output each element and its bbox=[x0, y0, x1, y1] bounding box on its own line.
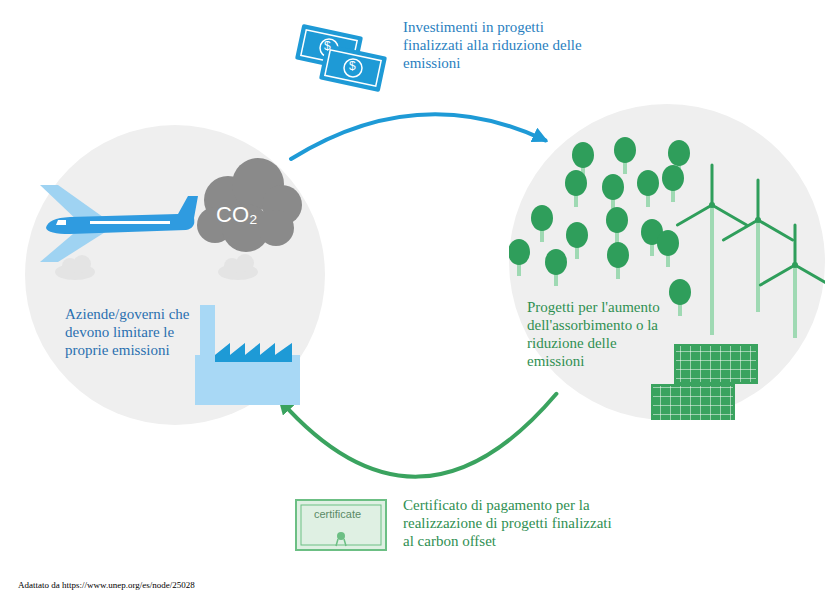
cloud-small bbox=[55, 254, 258, 280]
factory-figure bbox=[195, 305, 300, 405]
certificate-icon bbox=[296, 500, 386, 550]
source-note: Adattato da https://www.unep.org/es/node… bbox=[18, 580, 195, 591]
node-text: Progetti per l'aumento dell'assorbimento… bbox=[527, 298, 677, 370]
circle-node: Progetti per l'aumento dell'assorbimento… bbox=[509, 104, 825, 420]
solar-panels bbox=[630, 345, 757, 420]
dollar-sign: $ bbox=[324, 39, 331, 53]
flow-arrow bbox=[291, 114, 545, 159]
wind-turbines bbox=[677, 165, 825, 338]
edge-label: Certificato di pagamento per la realizza… bbox=[403, 496, 618, 550]
edge-label: Investimenti in progetti finalizzati all… bbox=[403, 18, 603, 72]
co2-label: CO₂ bbox=[216, 202, 258, 228]
circle-node: Aziende/governi che devono limitare le p… bbox=[25, 125, 325, 425]
node-text: Aziende/governi che devono limitare le p… bbox=[65, 305, 200, 359]
circle-outline bbox=[509, 104, 825, 420]
airplane-figure bbox=[40, 185, 198, 262]
certificate-label: certificate bbox=[314, 508, 361, 521]
banknotes-icon bbox=[295, 24, 387, 92]
circle-outline bbox=[25, 125, 325, 425]
tree-group bbox=[509, 137, 691, 316]
dollar-sign: $ bbox=[349, 59, 356, 73]
co2-cloud bbox=[197, 158, 302, 252]
flow-arrow bbox=[280, 394, 556, 477]
